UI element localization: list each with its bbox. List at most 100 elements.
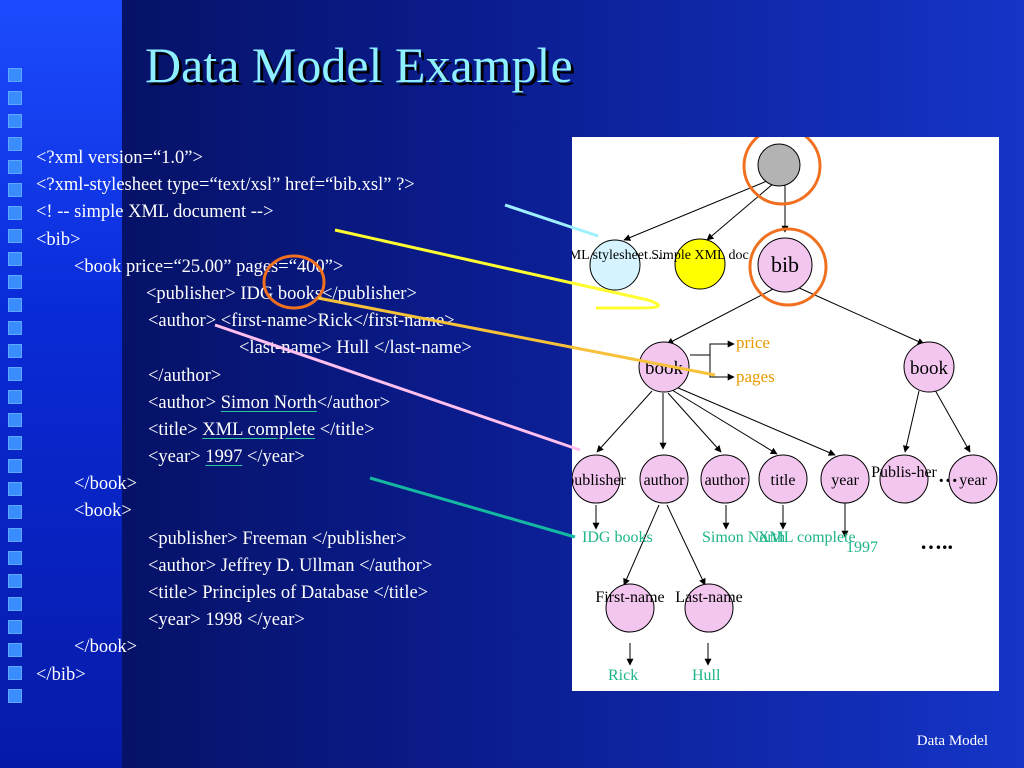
code-line: <author> Simon North</author> — [36, 390, 566, 417]
pages-attribute: pages — [736, 367, 775, 386]
decor-square — [8, 551, 22, 565]
decor-square — [8, 137, 22, 151]
slide-footer: Data Model — [916, 733, 988, 749]
year-1997-value: 1997 — [846, 539, 878, 556]
decor-square — [8, 91, 22, 105]
year-node — [820, 454, 870, 504]
simple-xml-doc-label: Simple XML doc — [651, 248, 748, 263]
code-line: <author> Jeffrey D. Ullman </author> — [148, 555, 433, 576]
simple-xml-doc-node — [674, 238, 726, 290]
idg-books-value: IDG books — [582, 529, 653, 546]
decor-square — [8, 459, 22, 473]
code-line: <?xml version=“1.0”> — [36, 148, 203, 168]
decor-square — [8, 390, 22, 404]
decor-square — [8, 689, 22, 703]
decor-square — [8, 643, 22, 657]
decor-square — [8, 298, 22, 312]
decor-square — [8, 620, 22, 634]
edge-book2-publisher — [902, 390, 920, 453]
pages-connector — [317, 296, 716, 377]
decor-square — [8, 413, 22, 427]
edge-book1-publisher — [596, 390, 653, 453]
publisher-node — [879, 454, 929, 504]
highlight-circle-bib — [748, 227, 828, 307]
left-decor-band — [0, 0, 122, 768]
code-text: </title> — [315, 419, 375, 440]
xml-tree-diagram: XML stylesheet…. Simple XML doc bib book… — [559, 126, 999, 691]
code-line: <?xml-stylesheet type=“text/xsl” href=“b… — [36, 175, 415, 196]
title-node — [758, 454, 808, 504]
decor-square — [8, 321, 22, 335]
edge-book2-year — [934, 389, 971, 453]
decor-square — [8, 229, 22, 243]
book-label: book — [910, 358, 949, 379]
year-label: year — [831, 472, 859, 489]
stylesheet-connector — [504, 203, 599, 238]
code-line: <year> 1997 </year> — [36, 444, 566, 471]
rick-value: Rick — [608, 667, 638, 684]
decor-square — [8, 436, 22, 450]
edge-author-lastname — [666, 504, 706, 586]
publisher-label-2: Publis-her — [871, 464, 937, 481]
edge-book1-title — [671, 389, 778, 455]
first-name-label: First-name — [595, 589, 664, 606]
edge-root-simple — [706, 182, 775, 241]
year-label: year — [959, 472, 987, 489]
book-node — [638, 341, 690, 393]
price-attribute: price — [736, 333, 770, 352]
edge-bib-book1 — [666, 286, 778, 345]
more-books-ellipsis: ….. — [920, 529, 953, 554]
decor-square — [8, 68, 22, 82]
edge-author-firstname — [623, 504, 660, 586]
code-line: <publisher> Freeman </publisher> — [148, 528, 407, 549]
code-text: </year> — [242, 447, 305, 468]
edge-book1-year — [675, 386, 836, 456]
highlighted-value: 1997 — [205, 447, 243, 468]
first-name-node — [605, 583, 655, 633]
edge-bib-book2 — [796, 286, 925, 345]
root-node — [757, 143, 801, 187]
edge-root-stylesheet — [623, 180, 768, 241]
tree-svg: XML stylesheet…. Simple XML doc bib book… — [559, 126, 998, 684]
pages-highlight-circle — [262, 254, 326, 310]
decor-square — [8, 597, 22, 611]
last-name-label: Last-name — [675, 589, 743, 606]
code-line: <author> <first-name>Rick</first-name> — [148, 311, 455, 332]
highlighted-value: Simon North — [220, 392, 317, 413]
book-node — [903, 341, 955, 393]
bullet-squares — [8, 68, 22, 712]
hull-value: Hull — [692, 667, 721, 684]
decor-square — [8, 482, 22, 496]
simple-doc-connector — [334, 228, 660, 310]
value-connector — [369, 476, 576, 539]
simon-north-value: Simon North — [702, 529, 785, 546]
edge-book1-pages — [709, 355, 735, 381]
code-line: </bib> — [36, 664, 86, 685]
author-label: author — [705, 472, 747, 489]
code-line: <book> — [74, 501, 132, 522]
edge-book1-price — [690, 340, 735, 356]
code-line: </book> — [74, 637, 138, 658]
author-node — [639, 454, 689, 504]
decor-square — [8, 367, 22, 381]
code-line: <last-name> Hull </last-name> — [239, 338, 472, 359]
decor-square — [8, 160, 22, 174]
code-line: <year> 1998 </year> — [148, 610, 305, 631]
decor-square — [8, 505, 22, 519]
xml-stylesheet-label: XML stylesheet…. — [572, 248, 665, 263]
code-line: <bib> — [36, 229, 81, 250]
sibling-ellipsis: … — [938, 465, 958, 487]
code-text: <year> — [148, 447, 206, 468]
decor-square — [8, 114, 22, 128]
highlighted-value: XML complete — [202, 419, 316, 440]
code-text: <title> — [148, 419, 203, 440]
author-label: author — [644, 472, 686, 489]
publisher-node — [571, 454, 621, 504]
xml-complete-value: XML complete — [758, 529, 856, 546]
publisher-label: publisher — [572, 472, 626, 489]
title-label: title — [771, 472, 796, 489]
tree-edges — [592, 180, 971, 666]
decor-square — [8, 666, 22, 680]
decor-square — [8, 574, 22, 588]
decor-square — [8, 528, 22, 542]
